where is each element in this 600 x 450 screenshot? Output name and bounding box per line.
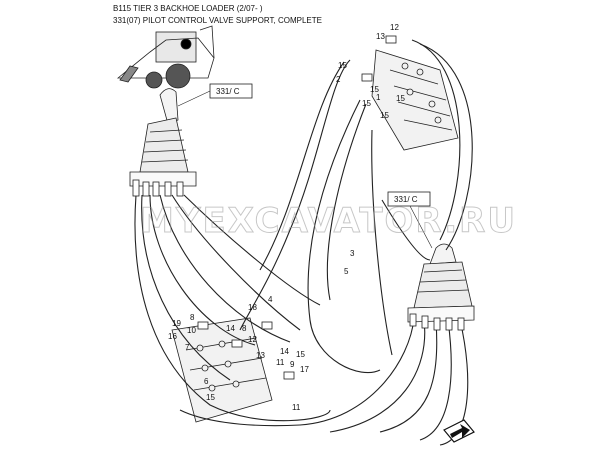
right-joystick <box>407 243 475 323</box>
callout-label: 17 <box>300 365 309 374</box>
callout-label: 15 <box>380 111 389 120</box>
callout-label: 12 <box>390 23 399 32</box>
callout-label: 15 <box>206 393 215 402</box>
callout-label: 6 <box>204 377 209 386</box>
callout-label: 3 <box>350 249 355 258</box>
callout-label: 12 <box>248 335 257 344</box>
callout-label: 14 <box>226 324 235 333</box>
callout-label: 15 <box>396 94 405 103</box>
callout-label: 15 <box>296 350 305 359</box>
header-title: B115 TIER 3 BACKHOE LOADER (2/07- ) <box>113 4 263 13</box>
callout-label: 10 <box>187 326 196 335</box>
callout-label: 13 <box>376 32 385 41</box>
machine-thumbnail-icon <box>116 25 215 89</box>
callout-label: 8 <box>190 313 195 322</box>
callout-label: 7 <box>185 343 190 352</box>
reference-box-lower: 331/ C <box>387 191 433 249</box>
callout-label: 5 <box>344 267 349 276</box>
next-page-arrow-icon[interactable] <box>443 419 475 443</box>
callout-labels: 12 13 15 2 15 1 15 15 15 3 5 4 18 8 19 1… <box>168 23 405 412</box>
header-subtitle: 331(07) PILOT CONTROL VALVE SUPPORT, COM… <box>113 16 322 25</box>
callout-label: 18 <box>248 303 257 312</box>
callout-label: 15 <box>362 99 371 108</box>
callout-label: 11 <box>276 358 285 367</box>
callout-label: 13 <box>256 351 265 360</box>
callout-label: 2 <box>336 75 341 84</box>
fittings <box>132 35 465 380</box>
callout-label: 9 <box>290 360 295 369</box>
callout-label: 15 <box>338 61 347 70</box>
left-joystick <box>129 88 197 187</box>
callout-label: 8 <box>242 324 247 333</box>
watermark-text: MYEXCAVATOR.RU <box>140 201 517 241</box>
callout-label: 4 <box>268 295 273 304</box>
callout-label: 14 <box>280 347 289 356</box>
control-valve-left <box>171 317 273 423</box>
callout-label: 16 <box>168 332 177 341</box>
hoses <box>134 39 473 446</box>
callout-label: 11 <box>292 403 301 412</box>
reference-label-upper: 331/ C <box>216 87 240 96</box>
reference-label-lower: 331/ C <box>394 195 418 204</box>
callout-label: 19 <box>172 319 181 328</box>
reference-box-upper: 331/ C <box>177 83 253 107</box>
callout-label: 15 <box>370 85 379 94</box>
callout-label: 1 <box>376 93 381 102</box>
control-valve-top <box>371 49 459 151</box>
